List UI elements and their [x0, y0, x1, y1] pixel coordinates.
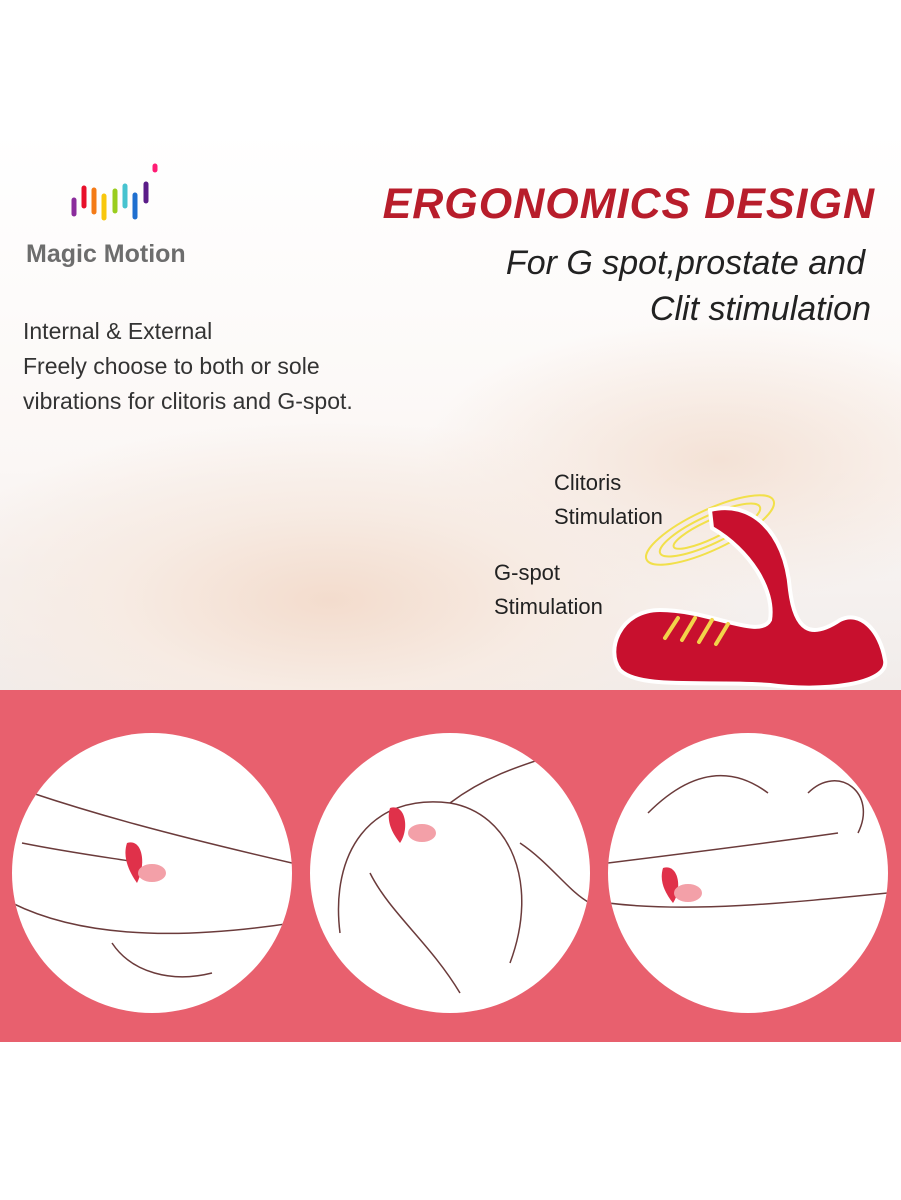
description: Internal & External Freely choose to bot… — [23, 314, 353, 419]
headline-title: ERGONOMICS DESIGN — [382, 180, 875, 228]
label-line: Clitoris — [554, 470, 622, 495]
headline-subtitle-line1: For G spot,prostate and — [505, 244, 865, 282]
background-photo — [0, 130, 901, 690]
description-line: Freely choose to both or sole — [23, 353, 320, 379]
product-image — [612, 494, 888, 690]
usage-illustration-1 — [12, 733, 292, 1013]
line-drawing-icon — [337, 752, 590, 994]
label-line: Stimulation — [494, 594, 603, 619]
label-line: Stimulation — [554, 504, 663, 529]
line-drawing-icon — [12, 792, 292, 978]
gspot-label: G-spot Stimulation — [494, 556, 603, 624]
label-line: G-spot — [494, 560, 561, 585]
clitoris-label: Clitoris Stimulation — [554, 466, 663, 534]
brand-logo-icon — [71, 163, 158, 221]
usage-illustration-2 — [310, 733, 590, 1013]
line-drawing-icon — [608, 774, 888, 908]
description-line: vibrations for clitoris and G-spot. — [23, 388, 353, 414]
usage-illustration-3 — [608, 733, 888, 1013]
headline-subtitle-line2: Clit stimulation — [649, 290, 871, 328]
brand-name: Magic Motion — [26, 240, 186, 268]
description-line: Internal & External — [23, 318, 213, 344]
